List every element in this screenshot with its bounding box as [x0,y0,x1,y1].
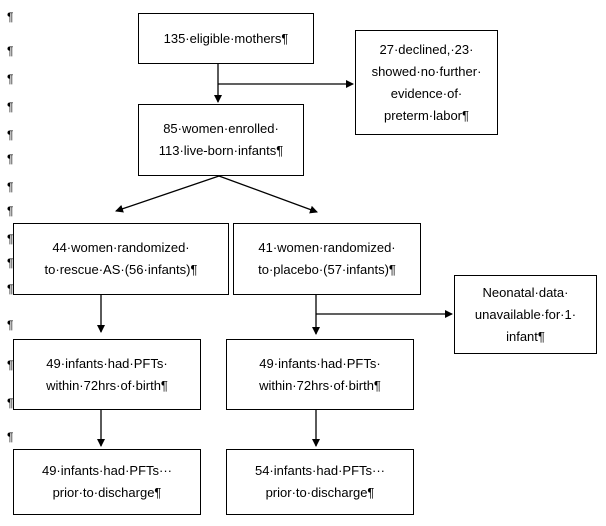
box-as-pft-discharge: 49·infants·had·PFTs··· prior·to·discharg… [13,449,201,515]
paragraph-mark: ¶ [7,256,14,270]
paragraph-mark: ¶ [7,396,14,410]
box-enrolled-text: 85·women·enrolled· 113·live-born·infants… [158,121,284,158]
paragraph-mark: ¶ [7,128,14,142]
paragraph-mark: ¶ [7,10,14,24]
box-eligible-mothers: 135·eligible·mothers¶ [138,13,314,64]
box-placebo: 41·women·randomized· to·placebo·(57·infa… [233,223,421,295]
box-enrolled: 85·women·enrolled· 113·live-born·infants… [138,104,304,176]
paragraph-mark: ¶ [7,318,14,332]
paragraph-mark: ¶ [7,44,14,58]
paragraph-mark: ¶ [7,100,14,114]
box-rescue-as-text: 44·women·randomized· to·rescue·AS·(56·in… [44,240,198,277]
paragraph-mark: ¶ [7,180,14,194]
box-placebo-pft-discharge: 54·infants·had·PFTs··· prior·to·discharg… [226,449,414,515]
box-declined: 27·declined,·23· showed·no·further· evid… [355,30,498,135]
paragraph-mark: ¶ [7,204,14,218]
box-placebo-pft-discharge-text: 54·infants·had·PFTs··· prior·to·discharg… [254,463,386,500]
box-neonatal-unavailable-text: Neonatal·data· unavailable·for·1· infant… [474,284,577,344]
box-rescue-as: 44·women·randomized· to·rescue·AS·(56·in… [13,223,229,295]
paragraph-mark: ¶ [7,232,14,246]
box-placebo-text: 41·women·randomized· to·placebo·(57·infa… [258,240,396,277]
paragraph-mark: ¶ [7,152,14,166]
paragraph-mark: ¶ [7,282,14,296]
box-as-pft-72h: 49·infants·had·PFTs· within·72hrs·of·bir… [13,339,201,410]
box-placebo-pft-72h-text: 49·infants·had·PFTs· within·72hrs·of·bir… [259,355,381,393]
paragraph-mark: ¶ [7,430,14,444]
box-placebo-pft-72h: 49·infants·had·PFTs· within·72hrs·of·bir… [226,339,414,410]
paragraph-mark: ¶ [7,358,14,372]
box-as-pft-discharge-text: 49·infants·had·PFTs··· prior·to·discharg… [41,463,173,500]
arrow-enrolled-to-rescue-as [115,175,220,213]
box-declined-text: 27·declined,·23· showed·no·further· evid… [371,41,482,123]
paragraph-mark: ¶ [7,72,14,86]
box-as-pft-72h-text: 49·infants·had·PFTs· within·72hrs·of·bir… [46,355,168,393]
box-neonatal-unavailable: Neonatal·data· unavailable·for·1· infant… [454,275,597,354]
arrow-enrolled-to-placebo [218,175,318,214]
box-eligible-mothers-text: 135·eligible·mothers¶ [163,30,289,46]
